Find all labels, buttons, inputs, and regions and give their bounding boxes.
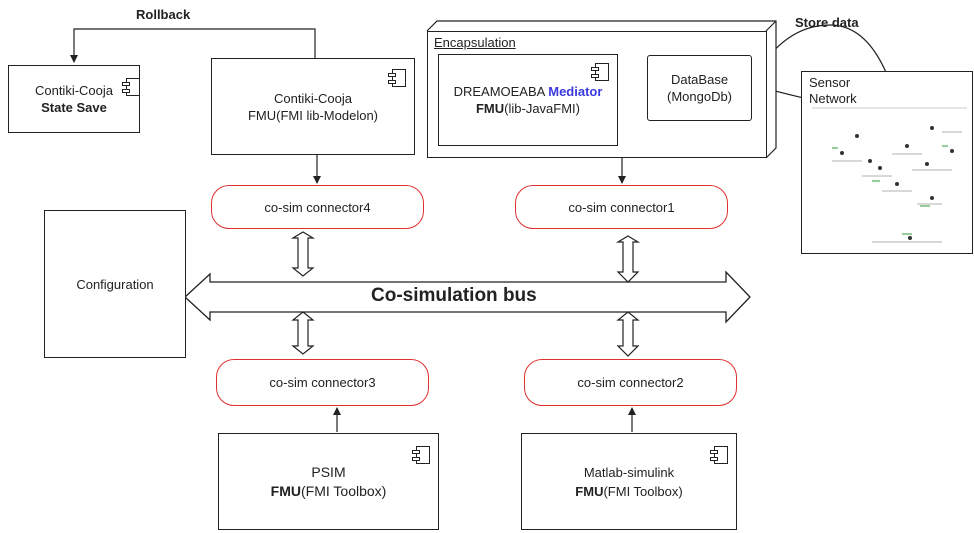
sensor-node (930, 196, 934, 200)
psim-name: PSIM (311, 463, 346, 480)
sensor-node (908, 236, 912, 240)
sensor-node (925, 162, 929, 166)
component-icon (388, 69, 406, 87)
matlab-name: Matlab-simulink (583, 464, 675, 480)
state-save-line2: State Save (41, 100, 107, 115)
sensor-node (905, 144, 909, 148)
sensor-network-map (812, 107, 967, 243)
cooja-fmu-component[interactable]: Contiki-Cooja FMU(FMI lib-Modelon) (211, 58, 415, 155)
state-save-component[interactable]: Contiki-Cooja State Save (8, 65, 140, 133)
store-data-label: Store data (795, 15, 859, 30)
bus-connector2-double-arrow (616, 311, 640, 357)
mediator-highlight: Mediator (548, 84, 603, 99)
mediator-lib: (lib-JavaFMI) (504, 101, 580, 116)
bus-connector3-double-arrow (291, 311, 315, 355)
connector3-label: co-sim connector3 (269, 375, 376, 390)
co-sim-connector2[interactable]: co-sim connector2 (524, 359, 737, 406)
mediator-fmu: FMU (475, 101, 505, 116)
sensor-node (930, 126, 934, 130)
psim-component[interactable]: PSIM FMU(FMI Toolbox) (218, 433, 439, 530)
sensor-network-line2: Network (809, 91, 857, 106)
database-component[interactable]: DataBase (MongoDb) (647, 55, 752, 121)
component-icon (412, 446, 430, 464)
matlab-fmu: FMU (575, 483, 604, 499)
sensor-node (878, 166, 882, 170)
state-save-line1: Contiki-Cooja (34, 83, 114, 98)
sensor-network-line1: Sensor (809, 75, 851, 90)
matlab-component[interactable]: Matlab-simulink FMU(FMI Toolbox) (521, 433, 737, 530)
component-icon (122, 78, 140, 96)
component-icon (591, 63, 609, 81)
bus-connector4-double-arrow (290, 231, 316, 277)
connector4-label: co-sim connector4 (264, 199, 371, 215)
encapsulation-node[interactable]: Encapsulation DREAMOEABA Mediator FMU(li… (427, 31, 767, 158)
co-sim-connector4[interactable]: co-sim connector4 (211, 185, 424, 229)
sensor-node (895, 182, 899, 186)
sensor-node (855, 134, 859, 138)
cooja-fmu-line1: Contiki-Cooja (273, 90, 353, 106)
configuration-label: Configuration (76, 276, 154, 292)
connector1-label: co-sim connector1 (568, 199, 675, 215)
rollback-label: Rollback (136, 7, 191, 22)
sensor-node (840, 151, 844, 155)
database-line1: DataBase (670, 72, 729, 87)
component-icon (710, 446, 728, 464)
sensor-node (950, 149, 954, 153)
co-simulation-bus-arrow (184, 270, 751, 324)
co-simulation-bus-label: Co-simulation bus (371, 285, 537, 306)
matlab-toolbox: (FMI Toolbox) (603, 483, 683, 499)
rollback-arrow (70, 28, 316, 63)
mediator-component[interactable]: DREAMOEABA Mediator FMU(lib-JavaFMI) (438, 54, 618, 146)
psim-fmu: FMU (270, 482, 301, 499)
database-line2: (MongoDb) (666, 89, 733, 104)
bus-connector1-double-arrow (615, 235, 641, 283)
mediator-name: DREAMOEABA (453, 84, 545, 99)
co-sim-connector1[interactable]: co-sim connector1 (515, 185, 728, 229)
configuration-component[interactable]: Configuration (44, 210, 186, 358)
sensor-node (868, 159, 872, 163)
cooja-fmu-line2: FMU(FMI lib-Modelon) (247, 107, 378, 123)
connector2-label: co-sim connector2 (577, 375, 684, 390)
psim-toolbox: (FMI Toolbox) (301, 482, 387, 499)
sensor-network-panel[interactable]: Sensor Network (801, 71, 973, 254)
encapsulation-label: Encapsulation (434, 35, 516, 50)
co-sim-connector3[interactable]: co-sim connector3 (216, 359, 429, 406)
